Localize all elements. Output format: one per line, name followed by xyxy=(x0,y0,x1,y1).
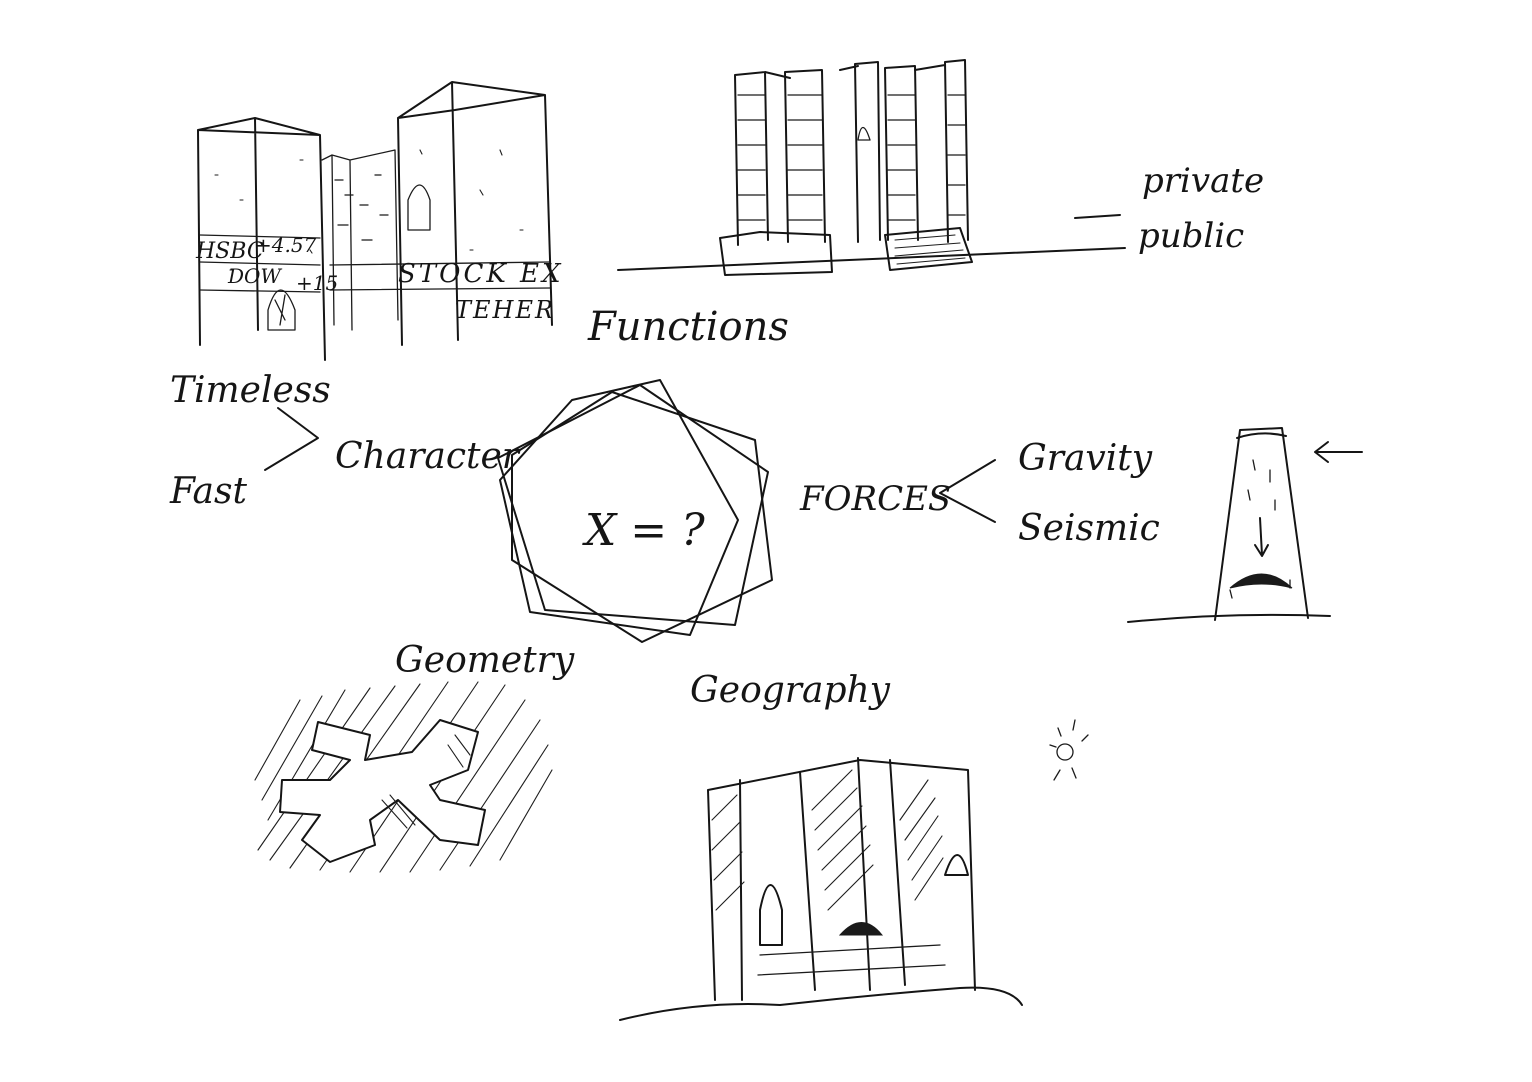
central-pentagon-sketch xyxy=(497,379,773,643)
sign-dow: DOW xyxy=(227,264,282,288)
label-fast: Fast xyxy=(169,471,247,512)
geography-tower-sketch xyxy=(619,757,1023,1021)
label-character: Character xyxy=(335,436,521,477)
label-timeless: Timeless xyxy=(170,370,331,411)
label-equation: X = ? xyxy=(582,505,705,556)
sign-index-2: +15 xyxy=(296,271,338,295)
forces-bracket xyxy=(939,459,996,523)
label-public: public xyxy=(1138,216,1244,256)
sign-index-1: +4.57 xyxy=(255,233,317,257)
character-bracket xyxy=(264,407,319,471)
functions-tower-sketch xyxy=(617,59,1126,276)
label-geometry: Geometry xyxy=(395,640,575,681)
label-seismic: Seismic xyxy=(1018,508,1160,549)
label-functions: Functions xyxy=(587,304,789,350)
lightbulb-doodle xyxy=(1049,719,1089,781)
label-gravity: Gravity xyxy=(1018,438,1153,479)
label-forces: FORCES xyxy=(799,479,951,519)
geometry-plan-sketch xyxy=(254,681,553,873)
sign-stock-exchange: STOCK EX xyxy=(398,259,564,289)
forces-tower-sketch xyxy=(1127,427,1363,623)
sign-teher: TEHER xyxy=(455,296,555,324)
label-private: private xyxy=(1142,161,1264,201)
sign-hsbc: HSBC xyxy=(195,239,264,264)
label-geography: Geography xyxy=(690,670,891,711)
character-tower-sketch: HSBC +4.57 DOW +15 STOCK EX TEHER xyxy=(195,81,564,361)
